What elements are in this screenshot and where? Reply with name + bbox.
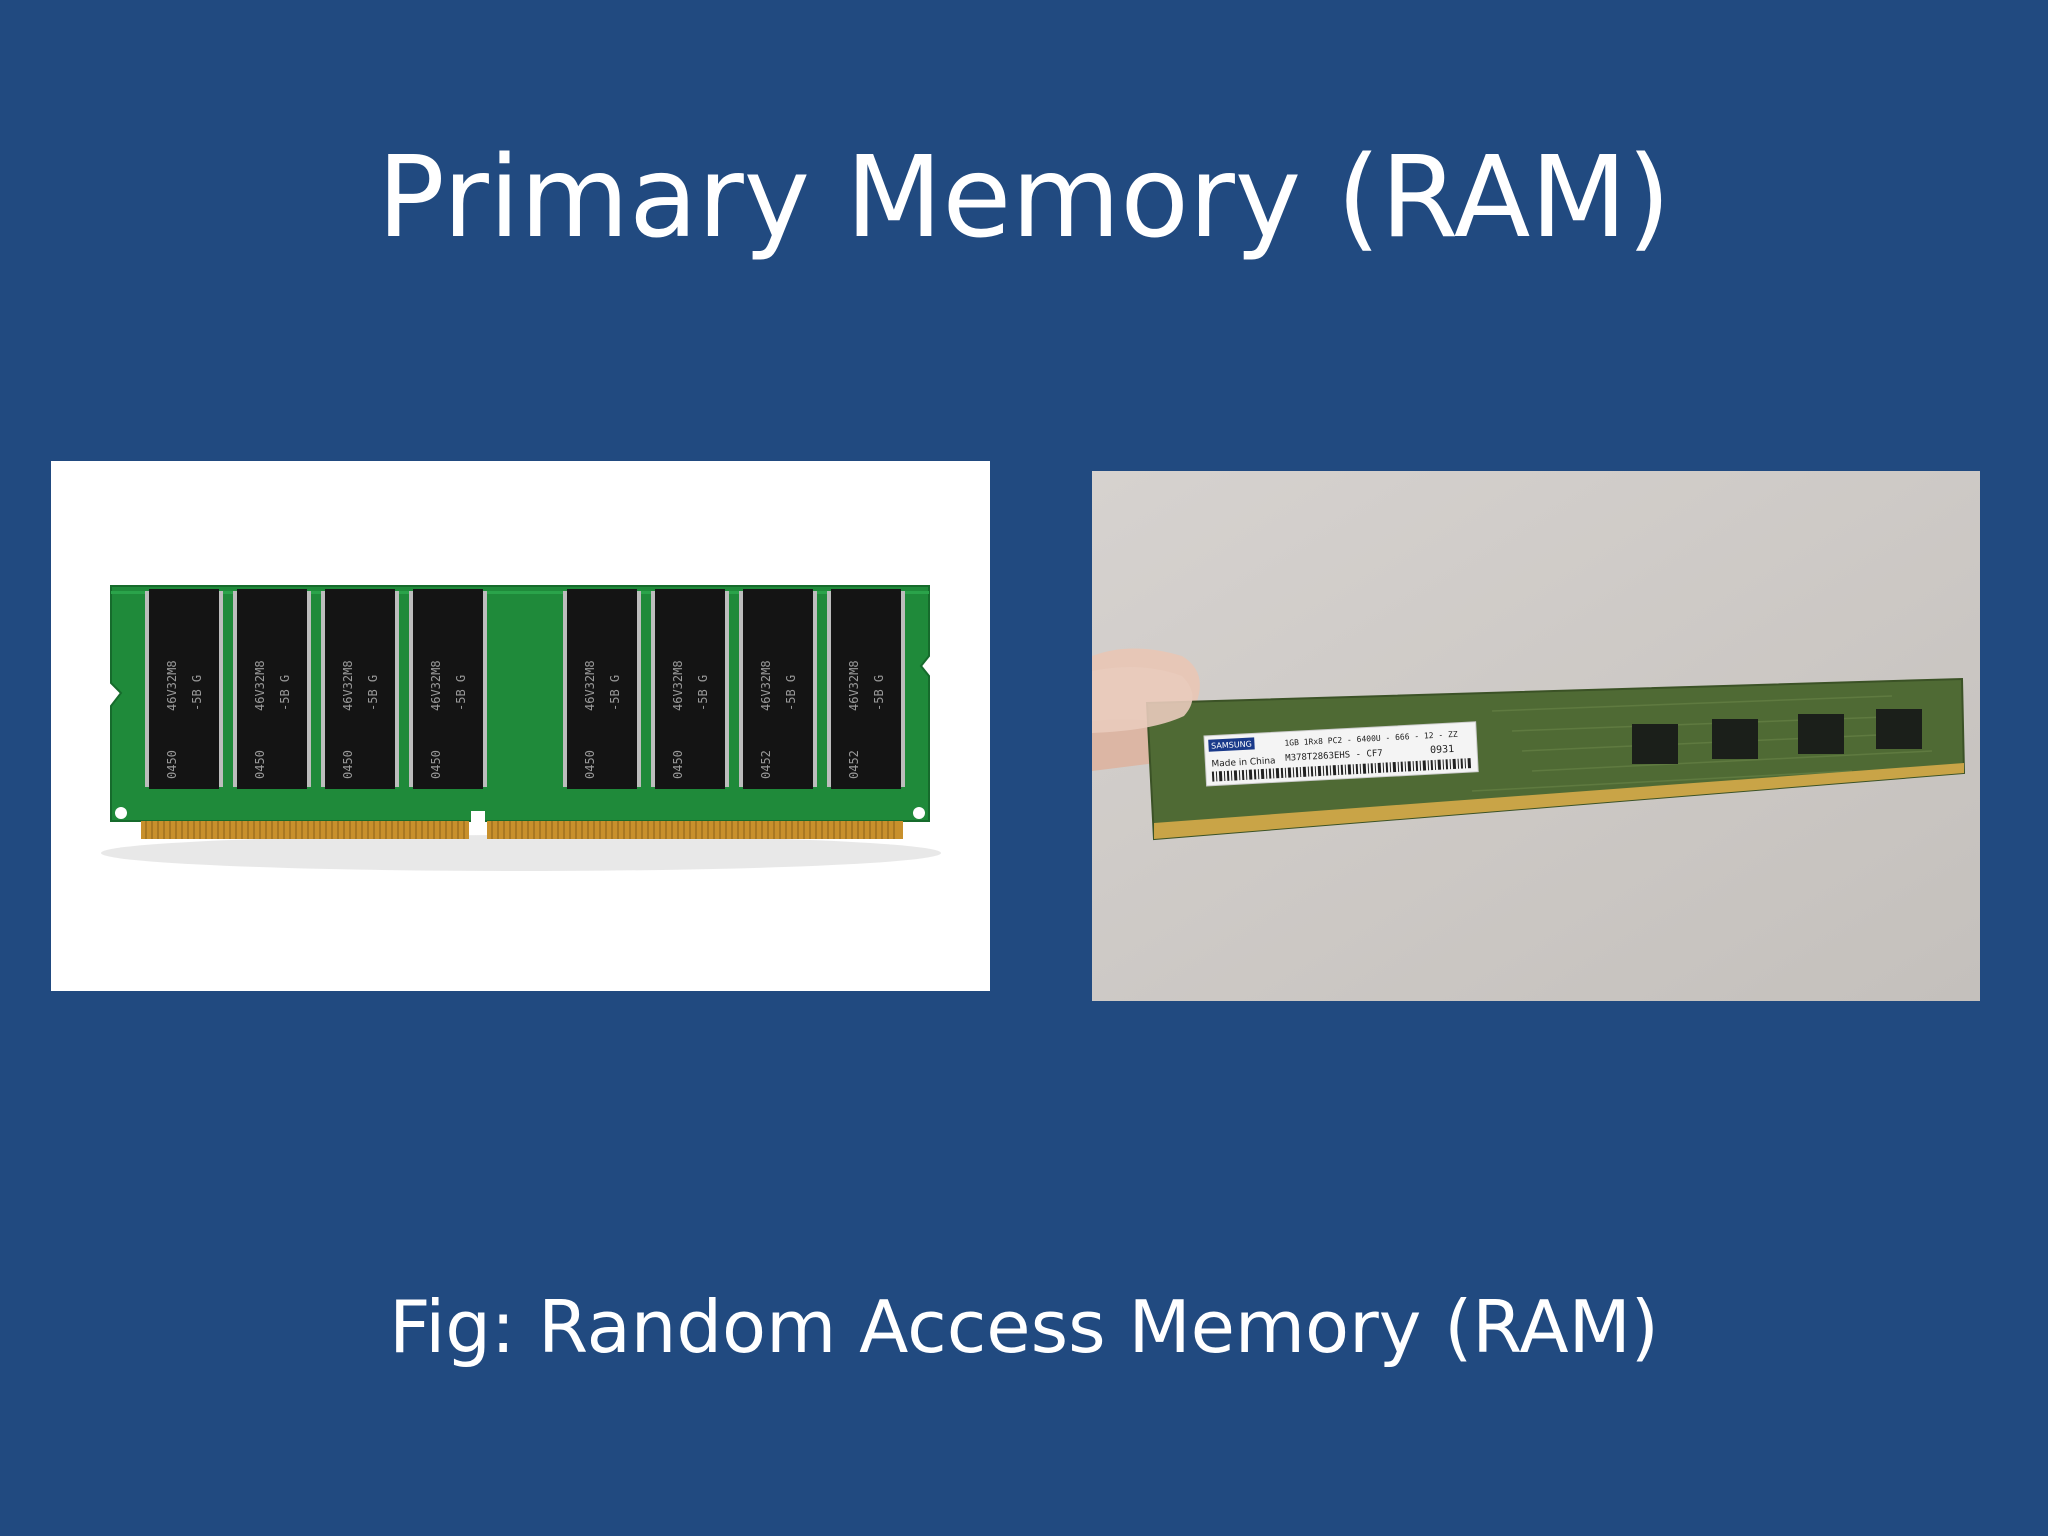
svg-text:46V32M8: 46V32M8 (847, 660, 861, 711)
ram-module-illustration: 46V32M8 46V32M8 46V32M8 46V32M8 46V32M8 … (101, 585, 941, 871)
svg-text:46V32M8: 46V32M8 (671, 660, 685, 711)
svg-text:-5B G: -5B G (784, 675, 798, 711)
svg-text:46V32M8: 46V32M8 (583, 660, 597, 711)
figure-caption: Fig: Random Access Memory (RAM) (389, 1285, 1659, 1369)
svg-text:0450: 0450 (583, 750, 597, 779)
samsung-label-brand: SAMSUNG (1211, 740, 1252, 751)
memory-chips (149, 589, 901, 789)
svg-text:0452: 0452 (759, 750, 773, 779)
hand-holding-ram-photo: SAMSUNG 1GB 1Rx8 PC2 - 6400U - 666 - 12 … (1092, 471, 1980, 1001)
ram-module-photo: 46V32M8 46V32M8 46V32M8 46V32M8 46V32M8 … (51, 461, 990, 991)
svg-text:0450: 0450 (671, 750, 685, 779)
svg-text:-5B G: -5B G (190, 675, 204, 711)
svg-text:46V32M8: 46V32M8 (759, 660, 773, 711)
svg-text:0452: 0452 (847, 750, 861, 779)
label-code: 0931 (1430, 744, 1455, 756)
svg-text:46V32M8: 46V32M8 (429, 660, 443, 711)
svg-text:-5B G: -5B G (278, 675, 292, 711)
svg-text:46V32M8: 46V32M8 (165, 660, 179, 711)
svg-text:-5B G: -5B G (366, 675, 380, 711)
svg-text:46V32M8: 46V32M8 (341, 660, 355, 711)
svg-text:46V32M8: 46V32M8 (253, 660, 267, 711)
label-made: Made in China (1211, 756, 1276, 769)
svg-text:0450: 0450 (429, 750, 443, 779)
svg-text:-5B G: -5B G (872, 675, 886, 711)
memory-chips (1632, 709, 1922, 764)
svg-text:0450: 0450 (341, 750, 355, 779)
svg-text:-5B G: -5B G (608, 675, 622, 711)
svg-text:0450: 0450 (253, 750, 267, 779)
svg-text:0450: 0450 (165, 750, 179, 779)
svg-text:-5B G: -5B G (454, 675, 468, 711)
hand-holding-ram-illustration: SAMSUNG 1GB 1Rx8 PC2 - 6400U - 666 - 12 … (1092, 471, 1980, 1001)
slide-title: Primary Memory (RAM) (377, 133, 1671, 263)
svg-text:-5B G: -5B G (696, 675, 710, 711)
